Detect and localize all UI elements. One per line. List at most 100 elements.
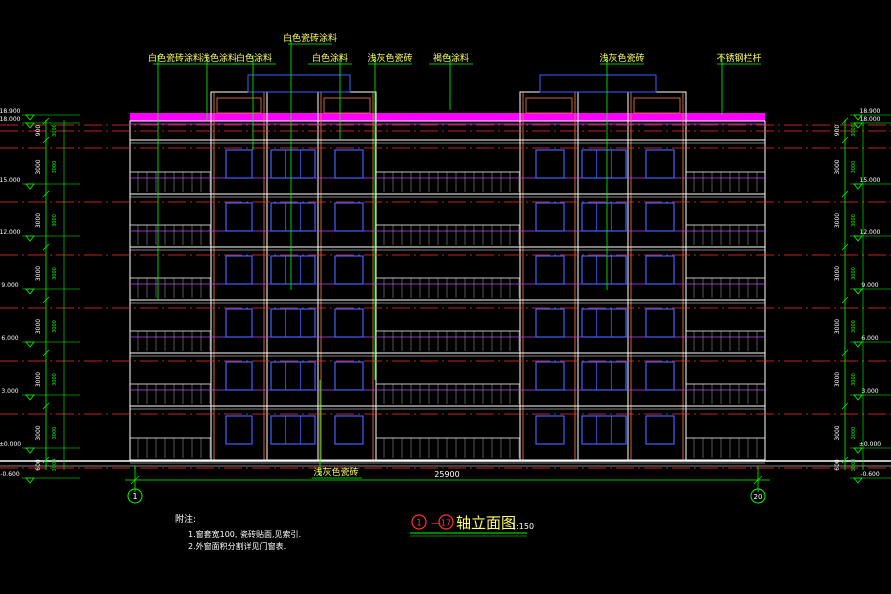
window-f6-1 xyxy=(225,149,253,179)
window-f6-2 xyxy=(270,149,316,179)
dim-tick xyxy=(753,475,763,485)
window-f3-3 xyxy=(334,308,364,338)
window-f3-1 xyxy=(225,308,253,338)
right-level-3: 12.000 xyxy=(860,229,881,236)
left-storey-dim-2: 3000 xyxy=(35,213,42,228)
left-level-3: 12.000 xyxy=(0,229,21,236)
window-f3-6 xyxy=(645,308,675,338)
right-storey-dim-0: 900 xyxy=(834,125,841,137)
right-level-mark-8 xyxy=(853,477,863,484)
right-level-7: ±0.000 xyxy=(859,441,881,448)
bay-roof-frame-4 xyxy=(633,97,681,114)
window-f5-5 xyxy=(581,202,627,232)
note-line-2: 2.外窗面积分割详见门窗表. xyxy=(188,541,286,551)
window-f5-1 xyxy=(225,202,253,232)
right-storey-dim-5: 3000 xyxy=(834,372,841,387)
left-level-6: 3.000 xyxy=(1,388,18,395)
overall-dimension: 25900 xyxy=(434,470,459,479)
window-f5-6 xyxy=(645,202,675,232)
callout-6: 浅灰色瓷砖 xyxy=(367,52,412,64)
window-f6-4 xyxy=(535,149,565,179)
left-level-4: 9.000 xyxy=(1,282,18,289)
right-window-dim: 3000 xyxy=(851,161,857,174)
callout-8: 浅灰色瓷砖 xyxy=(599,52,644,64)
window-f2-6 xyxy=(645,361,675,391)
drawing-title: 1 — 17 轴立面图 1:150 xyxy=(410,514,534,537)
bay-tower-4 xyxy=(627,91,687,461)
window-f5-4 xyxy=(535,202,565,232)
bottom-callout: 浅灰色瓷砖 xyxy=(313,466,358,478)
bay-tower-3 xyxy=(519,91,579,461)
window-f2-1 xyxy=(225,361,253,391)
roof-frame-1 xyxy=(247,74,351,93)
notes-heading: 附注: xyxy=(175,513,196,525)
callout-2: 浅色涂料 xyxy=(201,52,237,64)
callout-7: 褐色涂料 xyxy=(433,52,469,64)
window-f2-5 xyxy=(581,361,627,391)
left-level-2: 15.000 xyxy=(0,177,21,184)
left-storey-dim-3: 3000 xyxy=(35,266,42,281)
left-storey-dim-6: 3000 xyxy=(35,425,42,440)
dim-tick xyxy=(130,475,140,485)
axis-label-start: 1 xyxy=(132,492,137,501)
right-level-mark-6 xyxy=(853,394,863,401)
callout-9: 不锈钢栏杆 xyxy=(716,52,761,64)
dimension-annotations: 18.90018.00015.00012.0009.0006.0003.000±… xyxy=(0,40,891,504)
dim-tick xyxy=(42,296,50,304)
window-f6-5 xyxy=(581,149,627,179)
window-f3-2 xyxy=(270,308,316,338)
window-f1-4 xyxy=(535,415,565,445)
parapet-band xyxy=(130,113,765,121)
dim-tick xyxy=(42,190,50,198)
bay-tower-2 xyxy=(317,91,377,461)
window-f6-3 xyxy=(334,149,364,179)
dim-tick xyxy=(841,117,849,125)
right-level-0: 18.900 xyxy=(860,108,881,115)
left-level-mark-8 xyxy=(25,477,35,484)
right-storey-dim-4: 3000 xyxy=(834,319,841,334)
dim-tick xyxy=(42,402,50,410)
left-storey-dim-1: 3000 xyxy=(35,159,42,174)
left-level-mark-0 xyxy=(25,114,35,121)
roof-frame-2 xyxy=(539,74,657,93)
right-window-dim: 3000 xyxy=(851,214,857,227)
left-window-dim: 3000 xyxy=(52,267,58,280)
building-elevation xyxy=(0,74,891,469)
window-f4-1 xyxy=(225,255,253,285)
right-level-8: -0.600 xyxy=(860,471,880,478)
left-window-dim: 3000 xyxy=(52,373,58,386)
left-window-dim: 3000 xyxy=(52,427,58,440)
window-f3-5 xyxy=(581,308,627,338)
callout-5: 白色涂料 xyxy=(312,52,348,64)
window-f4-3 xyxy=(334,255,364,285)
bay-roof-frame-2 xyxy=(323,97,371,114)
left-level-mark-2 xyxy=(25,183,35,190)
right-storey-dim-2: 3000 xyxy=(834,213,841,228)
window-f2-4 xyxy=(535,361,565,391)
right-window-dim: 3000 xyxy=(851,373,857,386)
right-window-dim: 3000 xyxy=(851,124,857,137)
window-f1-2 xyxy=(270,415,316,445)
window-f6-6 xyxy=(645,149,675,179)
window-f3-4 xyxy=(535,308,565,338)
dim-tick xyxy=(841,243,849,251)
left-level-7: ±0.000 xyxy=(0,441,21,448)
note-line-1: 1.窗套宽100, 瓷砖贴面,见索引. xyxy=(188,529,301,539)
left-window-dim: 3000 xyxy=(52,161,58,174)
left-level-mark-7 xyxy=(25,447,35,454)
right-level-mark-2 xyxy=(853,183,863,190)
window-f2-3 xyxy=(334,361,364,391)
window-f4-5 xyxy=(581,255,627,285)
dim-tick xyxy=(841,136,849,144)
right-level-mark-5 xyxy=(853,341,863,348)
right-storey-dim-7: 600 xyxy=(834,459,841,471)
dim-tick xyxy=(841,349,849,357)
left-storey-dim-4: 3000 xyxy=(35,319,42,334)
left-level-mark-1 xyxy=(25,122,35,129)
window-f1-3 xyxy=(334,415,364,445)
right-level-mark-4 xyxy=(853,288,863,295)
title-axis-a: 1 xyxy=(416,519,422,529)
bay-tower-1 xyxy=(210,91,268,461)
axis-bubble-end xyxy=(750,488,766,504)
left-storey-dim-0: 900 xyxy=(35,125,42,137)
